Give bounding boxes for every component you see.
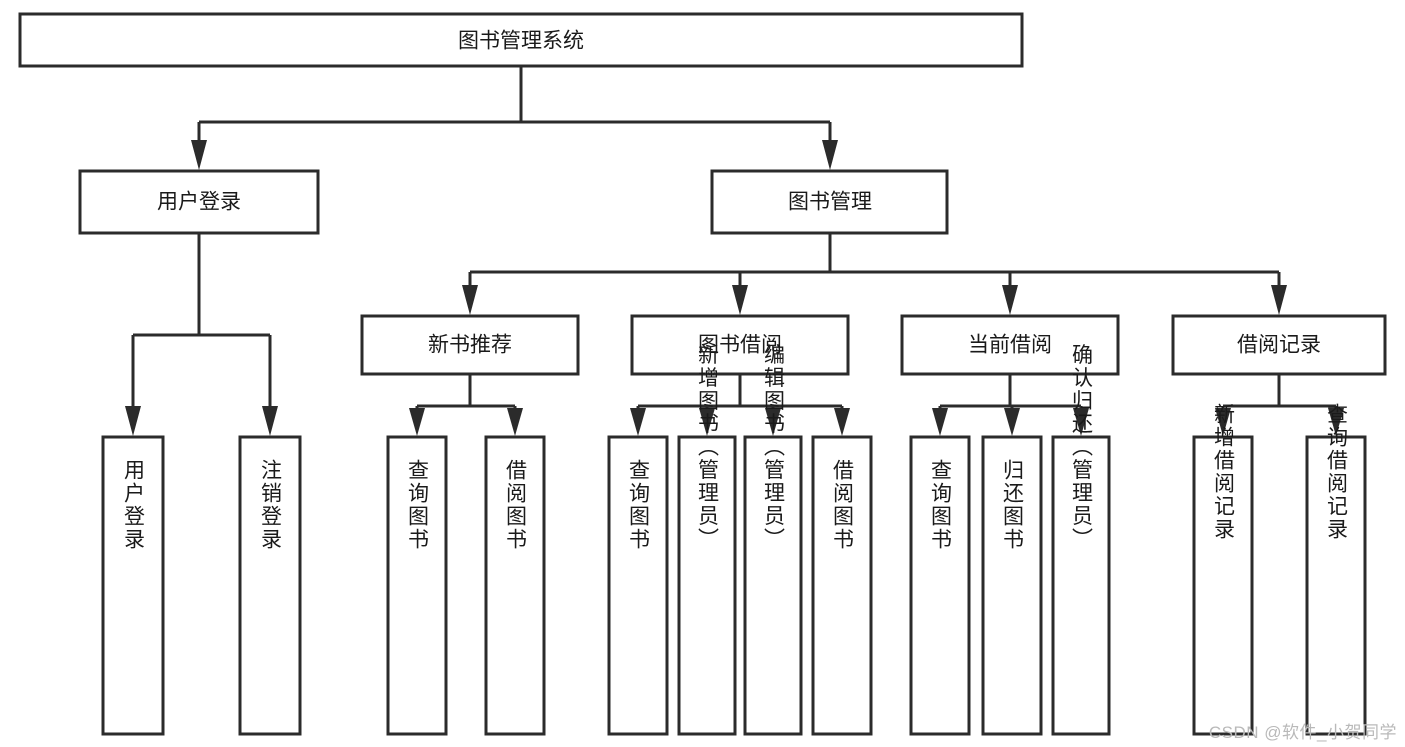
edge-group-new-book-rec-children <box>409 374 523 436</box>
arrow-head-icon <box>630 408 646 436</box>
arrow-head-icon <box>1215 408 1231 436</box>
node-book-borrow[interactable]: 图书借阅 <box>630 314 850 376</box>
node-leaf-label: 新增借阅记录 <box>1212 403 1236 541</box>
arrow-head-icon <box>699 408 715 436</box>
node-leaf-label: 新增图书（管理员） <box>696 344 720 551</box>
arrow-head-icon <box>834 408 850 436</box>
node-borrow-record-label: 借阅记录 <box>1237 334 1321 357</box>
arrow-head-icon <box>191 140 207 170</box>
node-leaf-label: 确认归还（管理员） <box>1070 344 1094 551</box>
node-root[interactable]: 图书管理系统 <box>18 12 1024 68</box>
node-leaf-user-login[interactable]: 用户登录 <box>101 435 165 736</box>
node-leaf-query-book-1[interactable]: 查询图书 <box>386 435 448 736</box>
node-leaf-logout[interactable]: 注销登录 <box>238 435 302 736</box>
arrow-head-icon <box>125 406 141 436</box>
node-leaf-box[interactable] <box>238 435 302 736</box>
node-leaf-box[interactable] <box>484 435 546 736</box>
node-new-book-recommend-label: 新书推荐 <box>428 334 512 357</box>
node-leaf-box[interactable] <box>1305 435 1367 736</box>
arrow-head-icon <box>765 408 781 436</box>
node-leaf-label: 查询借阅记录 <box>1325 403 1349 541</box>
node-leaf-borrow-book-1[interactable]: 借阅图书 <box>484 435 546 736</box>
node-current-borrow-box[interactable] <box>900 314 1120 376</box>
arrow-head-icon <box>732 285 748 315</box>
node-leaf-label: 查询图书 <box>406 459 430 551</box>
edge-group-current-borrow-children <box>932 374 1089 436</box>
node-borrow-record[interactable]: 借阅记录 <box>1171 314 1387 376</box>
arrow-head-icon <box>1271 285 1287 315</box>
edge-group-user-login-children <box>125 233 278 436</box>
node-user-login[interactable]: 用户登录 <box>78 169 320 235</box>
node-leaf-add-borrow-record[interactable]: 新增借阅记录 <box>1192 403 1254 736</box>
node-leaf-query-borrow-record[interactable]: 查询借阅记录 <box>1305 403 1367 736</box>
node-leaf-box[interactable] <box>101 435 165 736</box>
node-leaf-query-book-3[interactable]: 查询图书 <box>909 435 971 736</box>
node-current-borrow[interactable]: 当前借阅 <box>900 314 1120 376</box>
node-book-borrow-label: 图书借阅 <box>698 334 782 357</box>
node-leaf-label: 注销登录 <box>259 459 283 551</box>
node-leaf-confirm-return-admin[interactable]: 确认归还（管理员） <box>1051 344 1111 736</box>
node-leaf-box[interactable] <box>677 435 737 736</box>
arrow-head-icon <box>1073 408 1089 436</box>
node-leaf-add-book-admin[interactable]: 新增图书（管理员） <box>677 344 737 736</box>
edge-group-borrow-record-children <box>1215 374 1344 436</box>
node-leaf-box[interactable] <box>743 435 803 736</box>
node-leaf-label: 借阅图书 <box>504 459 528 551</box>
node-leaf-label: 归还图书 <box>1001 459 1025 551</box>
node-book-management-label: 图书管理 <box>788 191 872 214</box>
node-new-book-recommend[interactable]: 新书推荐 <box>360 314 580 376</box>
node-leaf-label: 用户登录 <box>122 459 146 551</box>
arrow-head-icon <box>932 408 948 436</box>
node-leaf-label: 编辑图书（管理员） <box>762 344 786 551</box>
node-leaf-label: 借阅图书 <box>831 459 855 551</box>
node-leaf-return-book[interactable]: 归还图书 <box>981 435 1043 736</box>
arrow-head-icon <box>409 408 425 436</box>
node-root-label: 图书管理系统 <box>458 30 584 53</box>
edge-group-root-to-level1 <box>191 66 838 170</box>
node-current-borrow-label: 当前借阅 <box>968 334 1052 357</box>
arrow-head-icon <box>262 406 278 436</box>
arrow-head-icon <box>1004 408 1020 436</box>
arrow-head-icon <box>462 285 478 315</box>
arrow-head-icon <box>822 140 838 170</box>
node-book-management[interactable]: 图书管理 <box>710 169 949 235</box>
arrow-head-icon <box>507 408 523 436</box>
node-leaf-box[interactable] <box>607 435 669 736</box>
arrow-head-icon <box>1002 285 1018 315</box>
node-leaf-box[interactable] <box>981 435 1043 736</box>
edge-group-book-mgmt-children <box>462 233 1287 315</box>
arrow-head-icon <box>1328 408 1344 436</box>
node-leaf-box[interactable] <box>386 435 448 736</box>
node-leaf-borrow-book-2[interactable]: 借阅图书 <box>811 435 873 736</box>
node-borrow-record-box[interactable] <box>1171 314 1387 376</box>
node-book-borrow-box[interactable] <box>630 314 850 376</box>
edge-group-book-borrow-children <box>630 374 850 436</box>
node-leaf-edit-book-admin[interactable]: 编辑图书（管理员） <box>743 344 803 736</box>
node-user-login-box[interactable] <box>78 169 320 235</box>
node-new-book-recommend-box[interactable] <box>360 314 580 376</box>
node-user-login-label: 用户登录 <box>157 191 241 214</box>
node-leaf-box[interactable] <box>811 435 873 736</box>
node-root-box[interactable] <box>18 12 1024 68</box>
node-leaf-label: 查询图书 <box>627 459 651 551</box>
node-leaf-box[interactable] <box>1192 435 1254 736</box>
node-leaf-label: 查询图书 <box>929 459 953 551</box>
node-leaf-box[interactable] <box>909 435 971 736</box>
node-book-management-box[interactable] <box>710 169 949 235</box>
node-leaf-query-book-2[interactable]: 查询图书 <box>607 435 669 736</box>
node-leaf-box[interactable] <box>1051 435 1111 736</box>
